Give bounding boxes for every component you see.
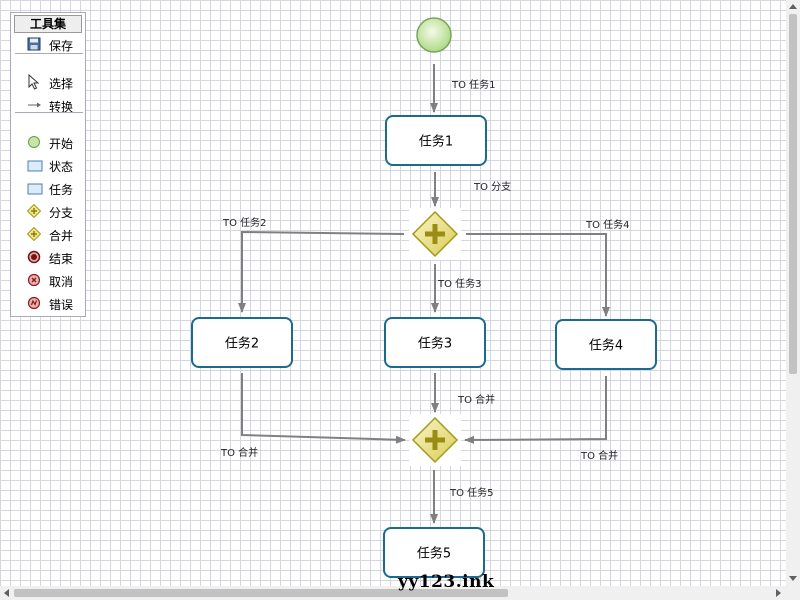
edge-label: TO 任务4 [585,218,630,231]
toolbox-panel: 工具集 保存选择转换开始状态任务分支合并结束取消错误 [10,12,86,317]
diagram-canvas[interactable]: TO 任务1 TO 分支 TO 任务2 TO 任务3 TO 任务4 TO 合并 TO 合并 T… [0,0,786,586]
task-box [385,115,487,166]
edge-label: TO 分支 [473,181,511,193]
task-label: 任务3 [418,336,452,352]
toolbox-item-select[interactable]: 选择 [11,72,85,92]
edge-fork-task2[interactable] [238,230,405,313]
toolbox-item-label: 取消 [49,275,74,289]
task-node-task1[interactable]: 任务1 [385,115,487,166]
toolbox-separator [15,112,83,113]
task-label: 任务2 [225,336,259,352]
edge-label: TO 任务2 [222,216,267,229]
edge-task2-join[interactable] [241,373,406,444]
edge-fork-task4[interactable] [466,233,610,317]
toolbox-item-label: 合并 [49,229,74,243]
scroll-right-icon[interactable] [776,589,781,597]
toolbox-item-label: 开始 [49,137,74,151]
toolbox-item-state[interactable]: 状态 [11,155,85,175]
start-event-icon [27,134,41,148]
edge-label: TO 合并 [220,446,258,459]
workflow-diagram[interactable]: TO 任务1 TO 分支 TO 任务2 TO 任务3 TO 任务4 TO 合并 TO 合并 T… [0,0,786,586]
error-event-icon [27,295,41,310]
task-node-task4[interactable]: 任务4 [555,319,657,370]
task-label: 任务4 [589,338,623,354]
join-gateway-icon [26,226,42,242]
task-node-task3[interactable]: 任务3 [384,317,486,368]
task-box [383,527,485,578]
plus-icon [425,430,445,450]
toolbox-item-cancel[interactable]: 取消 [11,270,85,290]
toolbox-item-label: 任务 [49,183,74,197]
toolbox-title: 工具集 [14,15,82,33]
horizontal-scroll-thumb[interactable] [14,589,508,597]
task-icon [27,180,43,195]
toolbox-item-join[interactable]: 合并 [11,224,85,244]
toolbox-item-label: 错误 [49,298,74,312]
edge-label: TO 任务3 [437,277,482,290]
start-event-node[interactable] [416,17,452,53]
pointer-icon [27,73,41,90]
edge-task4-join[interactable] [464,376,607,444]
edge-label: TO 任务5 [449,486,494,499]
fork-gateway-node[interactable] [409,208,461,260]
vertical-scrollbar[interactable] [786,0,800,586]
state-icon [27,157,43,172]
task-label: 任务5 [417,546,451,562]
scroll-down-icon[interactable] [789,576,797,581]
cancel-event-icon [27,272,41,287]
edge-label: TO 合并 [457,393,495,406]
toolbox-item-label: 转换 [49,100,74,114]
plus-icon [425,224,445,244]
toolbox-item-label: 选择 [49,77,74,91]
task-box [384,317,486,368]
edge-label: TO 合并 [580,449,618,462]
fork-gateway-icon [26,203,42,219]
toolbox-item-transition[interactable]: 转换 [11,95,85,115]
task-node-task5[interactable]: 任务5 [383,527,485,578]
scroll-up-icon[interactable] [789,4,797,9]
toolbox-item-label: 结束 [49,252,74,266]
toolbox-item-label: 分支 [49,206,74,220]
toolbox-item-save[interactable]: 保存 [11,34,85,54]
scrollbar-corner [786,586,800,600]
toolbox-item-fork[interactable]: 分支 [11,201,85,221]
join-gateway-node[interactable] [409,414,461,466]
task-box [555,319,657,370]
vertical-scroll-thumb[interactable] [789,14,797,374]
arrow-icon [27,97,41,111]
edge-label: TO 任务1 [451,78,496,91]
task-box [191,317,293,368]
scroll-left-icon[interactable] [4,589,9,597]
horizontal-scrollbar[interactable] [0,586,786,600]
task-node-task2[interactable]: 任务2 [191,317,293,368]
toolbox-item-error[interactable]: 错误 [11,293,85,313]
watermark-text: yy123.ink [398,572,495,592]
toolbox-item-label: 状态 [49,160,74,174]
toolbox-item-end[interactable]: 结束 [11,247,85,267]
toolbox-item-task[interactable]: 任务 [11,178,85,198]
toolbox-separator [15,53,83,54]
toolbox-item-label: 保存 [49,39,74,53]
toolbox-item-start[interactable]: 开始 [11,132,85,152]
save-icon [27,36,41,51]
end-event-icon [27,249,41,264]
task-label: 任务1 [419,134,453,150]
